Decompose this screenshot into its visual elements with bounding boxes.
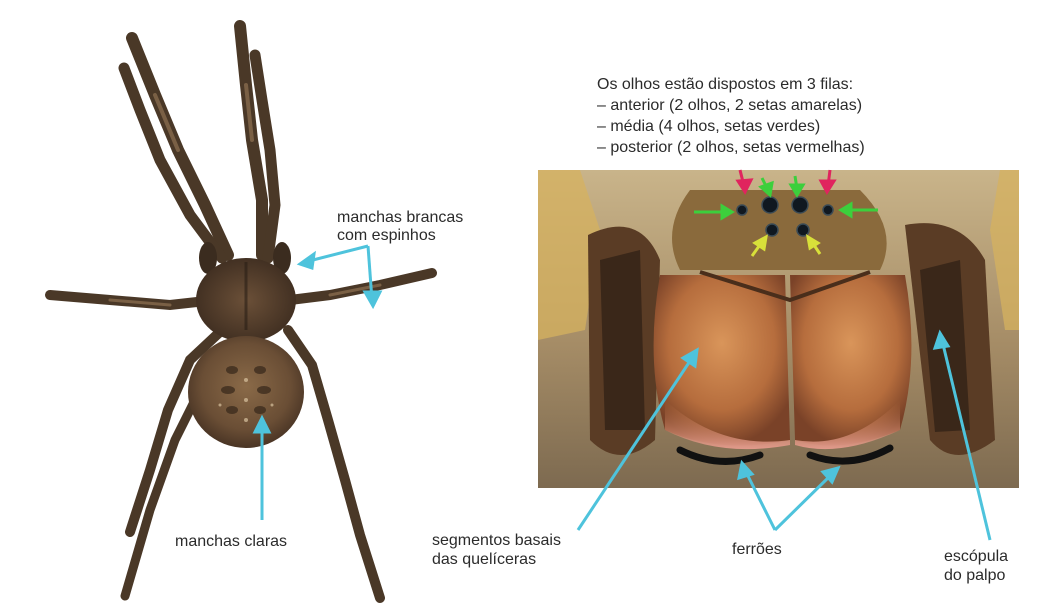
eyes-note-line-posterior: – posterior (2 olhos, setas vermelhas): [597, 137, 865, 158]
label-white-spots-line1: manchas brancas: [337, 208, 463, 227]
label-scopula-line2: do palpo: [944, 566, 1005, 585]
spider-face-photo: [538, 170, 1019, 488]
label-fangs: ferrões: [732, 540, 782, 559]
eyes-note-title: Os olhos estão dispostos em 3 filas:: [597, 74, 865, 95]
spider-dorsal-illustration: [50, 26, 432, 598]
label-scopula-line1: escópula: [944, 547, 1008, 566]
label-white-spots-line2: com espinhos: [337, 226, 436, 245]
label-chelicerae-line1: segmentos basais: [432, 531, 561, 550]
eyes-note-line-media: – média (4 olhos, setas verdes): [597, 116, 865, 137]
eyes-note-line-anterior: – anterior (2 olhos, 2 setas amarelas): [597, 95, 865, 116]
label-chelicerae-line2: das quelíceras: [432, 550, 536, 569]
abdomen: [188, 336, 304, 448]
eyes-note: Os olhos estão dispostos em 3 filas: – a…: [597, 74, 865, 158]
label-light-spots: manchas claras: [175, 532, 287, 551]
